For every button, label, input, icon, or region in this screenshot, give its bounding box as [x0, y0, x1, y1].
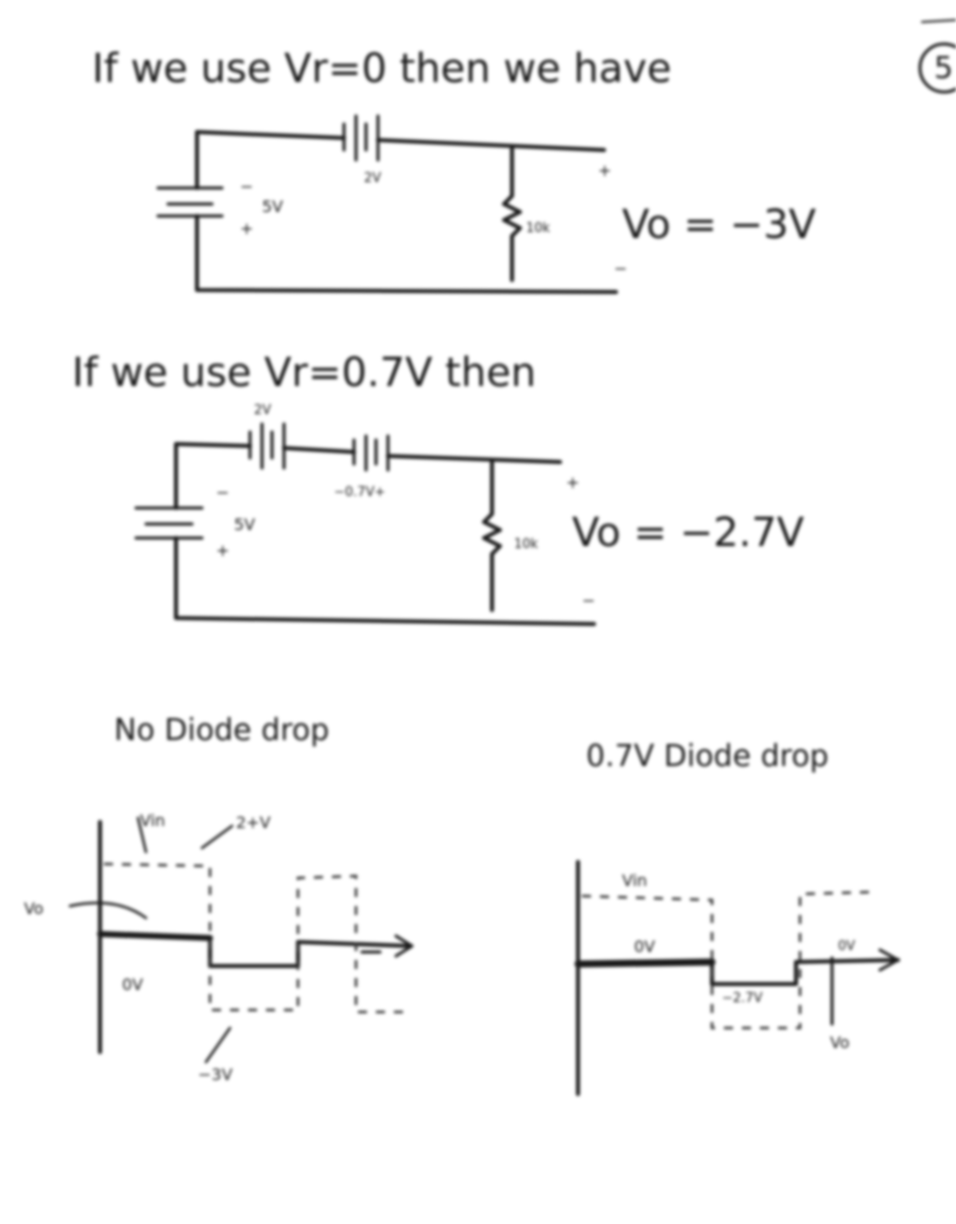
circuit-2-resistor-label: 10k [514, 537, 539, 552]
circuit-1-battery-minus: − [240, 177, 253, 196]
circuit-1-wire-left-bottom [195, 166, 618, 294]
circuit-2-wire-top-right [386, 454, 562, 464]
circuit-1-resistor-label: 10k [526, 221, 551, 236]
graph-1-x-arrow [394, 934, 414, 958]
graph-1-min-label: −3V [198, 1065, 233, 1084]
graph-1-zero-label: 0V [122, 975, 143, 994]
graph-2-vo-label: Vo [830, 1033, 850, 1052]
circuit-2-battery-minus: − [216, 483, 229, 502]
circuit-2-source-2v [248, 422, 286, 470]
graph-1-min-pointer [204, 1026, 232, 1064]
note-line-1: If we use Vr=0 then we have [92, 46, 672, 92]
circuit-1-source-label: 2V [364, 171, 381, 186]
page-corner-mark [921, 19, 956, 23]
graph-2-output-zero [574, 958, 716, 968]
graph-1-output-zero [97, 931, 213, 941]
circuit-2-wire-mid [282, 446, 356, 454]
page-number-circle [918, 42, 956, 94]
graph-2-caption: 0.7V Diode drop [586, 739, 829, 774]
graph-1-peak-label: 2+V [236, 813, 271, 832]
circuit-2-minus: − [582, 591, 595, 610]
circuit-2-battery-label: 5V [234, 515, 255, 534]
graph-2-pos-label: 0V [838, 939, 855, 954]
circuit-2: − + 5V 2V −0.7V+ 10k + − Vo = −2.7V [134, 403, 805, 626]
graph-1-vin-label: Vin [140, 811, 165, 830]
circuit-1-minus: − [614, 259, 627, 278]
graph-no-diode-drop: No Diode drop Vin 2+V Vo 0V −3V [24, 713, 414, 1084]
circuit-1-battery [156, 186, 224, 218]
circuit-2-source-label: 2V [254, 403, 271, 418]
circuit-2-resistor [482, 460, 502, 612]
graph-diode-drop: 0.7V Diode drop Vin 0V −2.7V 0V Vo [574, 739, 900, 1096]
graph-1-vo-pointer [68, 901, 148, 920]
graph-1-vo-label: Vo [24, 899, 44, 918]
circuit-2-wire-top-left [174, 442, 252, 502]
circuit-2-wire-left-bottom [174, 498, 596, 626]
circuit-1: − + 5V 2V 10k + − Vo = −3V [156, 114, 817, 294]
circuit-1-resistor [502, 144, 522, 282]
circuit-1-wire-top-right [376, 138, 606, 152]
graph-1-peak-pointer [200, 824, 234, 850]
circuit-2-result: Vo = −2.7V [572, 510, 805, 556]
circuit-2-battery [134, 506, 204, 540]
page-number: 5 [934, 51, 953, 86]
circuit-1-plus: + [598, 161, 611, 180]
circuit-1-result: Vo = −3V [622, 202, 817, 248]
graph-2-x-arrow [878, 948, 900, 972]
circuit-1-wire-top-left [195, 130, 346, 170]
graph-2-input [581, 890, 877, 1030]
circuit-1-battery-plus: + [240, 219, 253, 238]
graph-2-vin-label: Vin [622, 871, 647, 890]
circuit-2-plus: + [566, 473, 579, 492]
circuit-2-diode-label: −0.7V+ [334, 485, 385, 500]
graph-2-output [710, 958, 900, 986]
note-line-2: If we use Vr=0.7V then [72, 350, 536, 396]
graph-1-input [103, 862, 404, 1014]
graph-1-vin-pointer [136, 816, 148, 854]
graph-1-caption: No Diode drop [114, 713, 329, 748]
circuit-2-battery-plus: + [216, 541, 229, 560]
circuit-2-diode-drop [352, 434, 390, 472]
graph-2-min-label: −2.7V [722, 991, 763, 1006]
graph-2-zero-label: 0V [634, 937, 655, 956]
circuit-1-battery-label: 5V [262, 197, 283, 216]
circuit-1-source-2v [342, 114, 380, 162]
